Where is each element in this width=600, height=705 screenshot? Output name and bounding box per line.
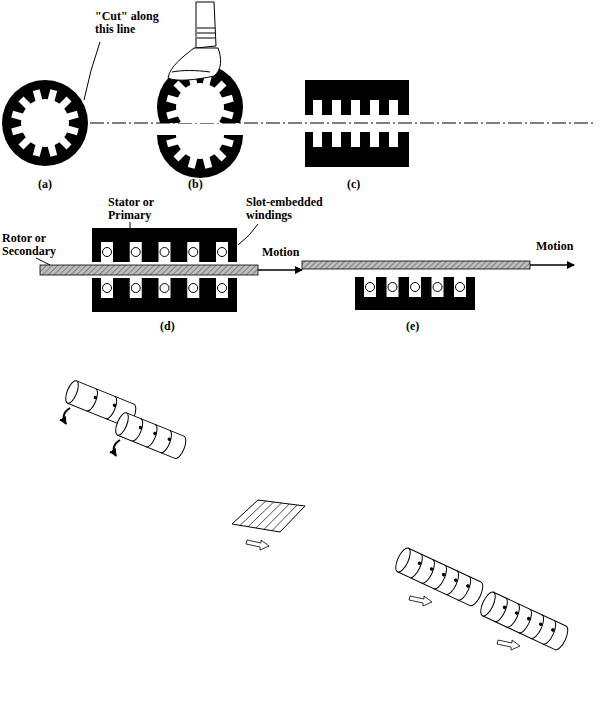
hand (168, 2, 221, 80)
leader-line (130, 222, 131, 229)
cut-line (2, 123, 596, 124)
double-sided-linear-motor (40, 228, 258, 312)
motion-label: Motion (536, 240, 586, 253)
motion-arrow (530, 264, 574, 266)
figure-label: (d) (160, 320, 190, 333)
split-stator (157, 64, 243, 178)
leader-line (36, 258, 50, 265)
single-sided-linear-motor (302, 261, 530, 310)
part-name: Rotor or Secondary (2, 232, 72, 258)
cut-label: "Cut" along this line (95, 10, 171, 36)
rolling-cylinder-illustration (63, 379, 571, 652)
figure-label: (b) (188, 178, 218, 191)
figure-label: (c) (347, 178, 377, 191)
part-name: Stator or Primary (108, 196, 178, 222)
leader-line (84, 42, 100, 100)
stator-ring (2, 80, 88, 166)
figure-label: (a) (38, 178, 68, 191)
motion-arrow (258, 269, 302, 271)
leader-line (238, 224, 258, 245)
part-name: Slot-embedded windings (246, 196, 341, 222)
figure-label: (e) (406, 320, 436, 333)
motion-label: Motion (262, 246, 312, 259)
flattened-stator (305, 80, 409, 167)
